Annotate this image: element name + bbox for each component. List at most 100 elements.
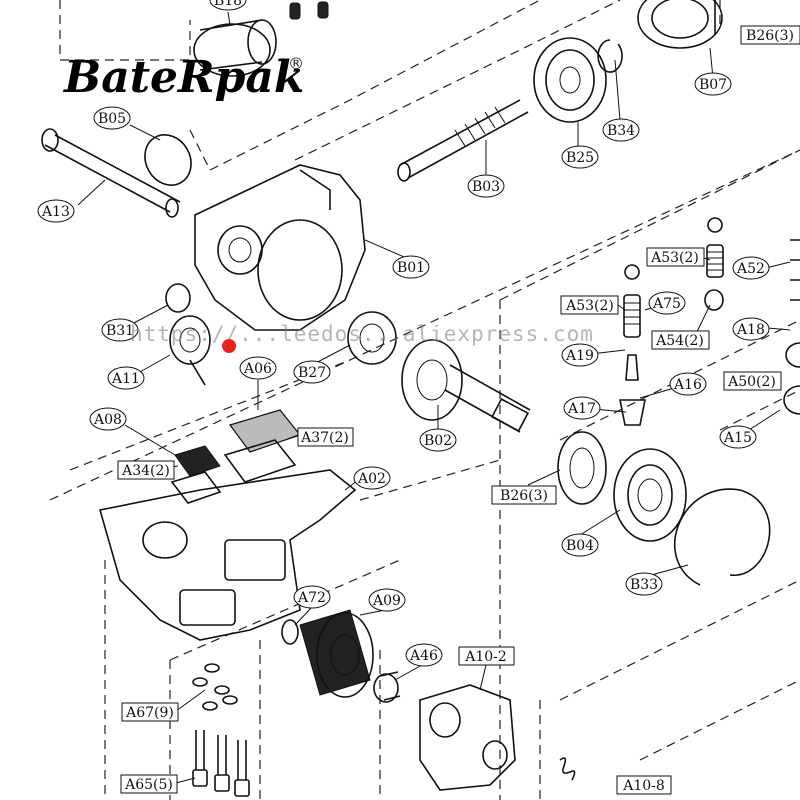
- svg-text:A15: A15: [723, 430, 752, 446]
- svg-text:B03: B03: [472, 179, 500, 195]
- brand-logo-text: BateRpak: [64, 52, 305, 103]
- svg-text:A54(2): A54(2): [655, 333, 704, 349]
- red-dot-marker-icon: [222, 339, 236, 353]
- svg-text:B01: B01: [397, 260, 425, 276]
- svg-text:B05: B05: [98, 111, 126, 127]
- callout-A10-8: A10-8: [616, 775, 672, 795]
- part-A09-drawing: [281, 609, 374, 698]
- callout-labels: B18 B26(3) B07 B05 B34 B25 A13 B03: [37, 0, 800, 795]
- callout-A75: A75: [648, 291, 686, 315]
- svg-text:B34: B34: [607, 123, 635, 139]
- callout-B02: B02: [419, 428, 457, 452]
- svg-text:A19: A19: [565, 348, 594, 364]
- callout-B26-top: B26(3): [740, 25, 800, 45]
- callout-B01: B01: [392, 255, 430, 279]
- callout-A02: A02: [353, 466, 391, 490]
- svg-text:A67(9): A67(9): [125, 705, 174, 721]
- callout-A53-mid: A53(2): [560, 295, 619, 315]
- svg-text:B27: B27: [298, 365, 326, 381]
- callout-A37: A37(2): [297, 427, 354, 447]
- callout-A72: A72: [293, 585, 331, 609]
- callout-B05: B05: [93, 106, 131, 130]
- registered-mark-icon: ®: [288, 54, 304, 73]
- svg-text:B25: B25: [566, 150, 594, 166]
- svg-text:B18: B18: [214, 0, 242, 9]
- svg-text:B02: B02: [424, 433, 452, 449]
- svg-text:B33: B33: [630, 577, 658, 593]
- callout-A50: A50(2): [723, 371, 782, 391]
- svg-text:B31: B31: [106, 323, 134, 339]
- part-B26-drawing: [557, 431, 607, 505]
- callout-A09: A09: [368, 588, 406, 612]
- callout-A08: A08: [89, 407, 127, 431]
- part-B27-drawing: [347, 311, 397, 365]
- part-B03-drawing: [397, 99, 529, 182]
- svg-text:B26(3): B26(3): [746, 28, 794, 44]
- part-B25-drawing: [533, 37, 607, 123]
- callout-A15: A15: [719, 425, 757, 449]
- part-valve-drawing: [619, 217, 800, 426]
- svg-text:A53(2): A53(2): [650, 250, 699, 266]
- callout-B27: B27: [293, 360, 331, 384]
- svg-text:A17: A17: [567, 401, 596, 417]
- part-B04-drawing: [613, 448, 687, 542]
- svg-text:A52: A52: [736, 261, 765, 277]
- svg-text:A06: A06: [243, 361, 272, 377]
- svg-text:A10-8: A10-8: [622, 778, 665, 794]
- callout-A52: A52: [732, 256, 770, 280]
- svg-text:A11: A11: [111, 371, 140, 387]
- part-pads-drawing: [170, 409, 302, 504]
- svg-text:B07: B07: [699, 77, 727, 93]
- svg-text:A50(2): A50(2): [727, 374, 776, 390]
- svg-text:A65(5): A65(5): [124, 777, 173, 793]
- callout-A06: A06: [239, 356, 277, 380]
- callout-A10-2: A10-2: [458, 646, 515, 666]
- callout-A53-top: A53(2): [646, 247, 705, 267]
- leader-lines: [77, 11, 791, 784]
- callout-A19: A19: [561, 343, 599, 367]
- part-B33-drawing: [674, 488, 771, 586]
- part-B02-drawing: [401, 339, 531, 433]
- svg-text:A08: A08: [93, 412, 122, 428]
- callout-B03: B03: [467, 174, 505, 198]
- callout-A13: A13: [37, 199, 75, 223]
- part-A02-drawing: [98, 469, 357, 641]
- callout-B07: B07: [694, 72, 732, 96]
- part-fasteners-drawing: [192, 663, 250, 797]
- callout-B18: B18: [209, 0, 247, 11]
- callout-A46: A46: [405, 643, 443, 667]
- part-B34-drawing: [597, 39, 623, 73]
- svg-text:B04: B04: [566, 538, 594, 554]
- svg-text:A37(2): A37(2): [300, 430, 349, 446]
- svg-text:A34(2): A34(2): [121, 463, 170, 479]
- callout-B04: B04: [561, 533, 599, 557]
- callout-A16: A16: [669, 372, 707, 396]
- part-A13-drawing: [41, 128, 181, 218]
- callout-A11: A11: [107, 366, 145, 390]
- part-A10-8-drawing: [559, 757, 576, 781]
- callout-B25: B25: [561, 145, 599, 169]
- svg-text:A02: A02: [357, 471, 386, 487]
- callout-B31: B31: [101, 318, 139, 342]
- part-B18-drawing: [193, 1, 329, 77]
- svg-text:B26(3): B26(3): [500, 488, 548, 504]
- svg-text:A16: A16: [673, 377, 702, 393]
- callout-A18: A18: [732, 317, 770, 341]
- callout-A65: A65(5): [120, 774, 178, 794]
- svg-text:A53(2): A53(2): [565, 298, 614, 314]
- part-B31-A11-drawing: [165, 283, 211, 386]
- callout-A54: A54(2): [651, 330, 710, 350]
- part-B01-drawing: [194, 164, 366, 331]
- svg-text:A75: A75: [652, 296, 681, 312]
- part-B07-drawing: [637, 0, 723, 49]
- callout-A67: A67(9): [121, 702, 179, 722]
- svg-text:A09: A09: [372, 593, 401, 609]
- callout-B26-mid: B26(3): [491, 485, 557, 505]
- callout-A34: A34(2): [117, 460, 175, 480]
- callout-B33: B33: [625, 572, 663, 596]
- callout-B34: B34: [602, 118, 640, 142]
- svg-text:A46: A46: [409, 648, 438, 664]
- assembly-guide-lines: [49, 0, 800, 800]
